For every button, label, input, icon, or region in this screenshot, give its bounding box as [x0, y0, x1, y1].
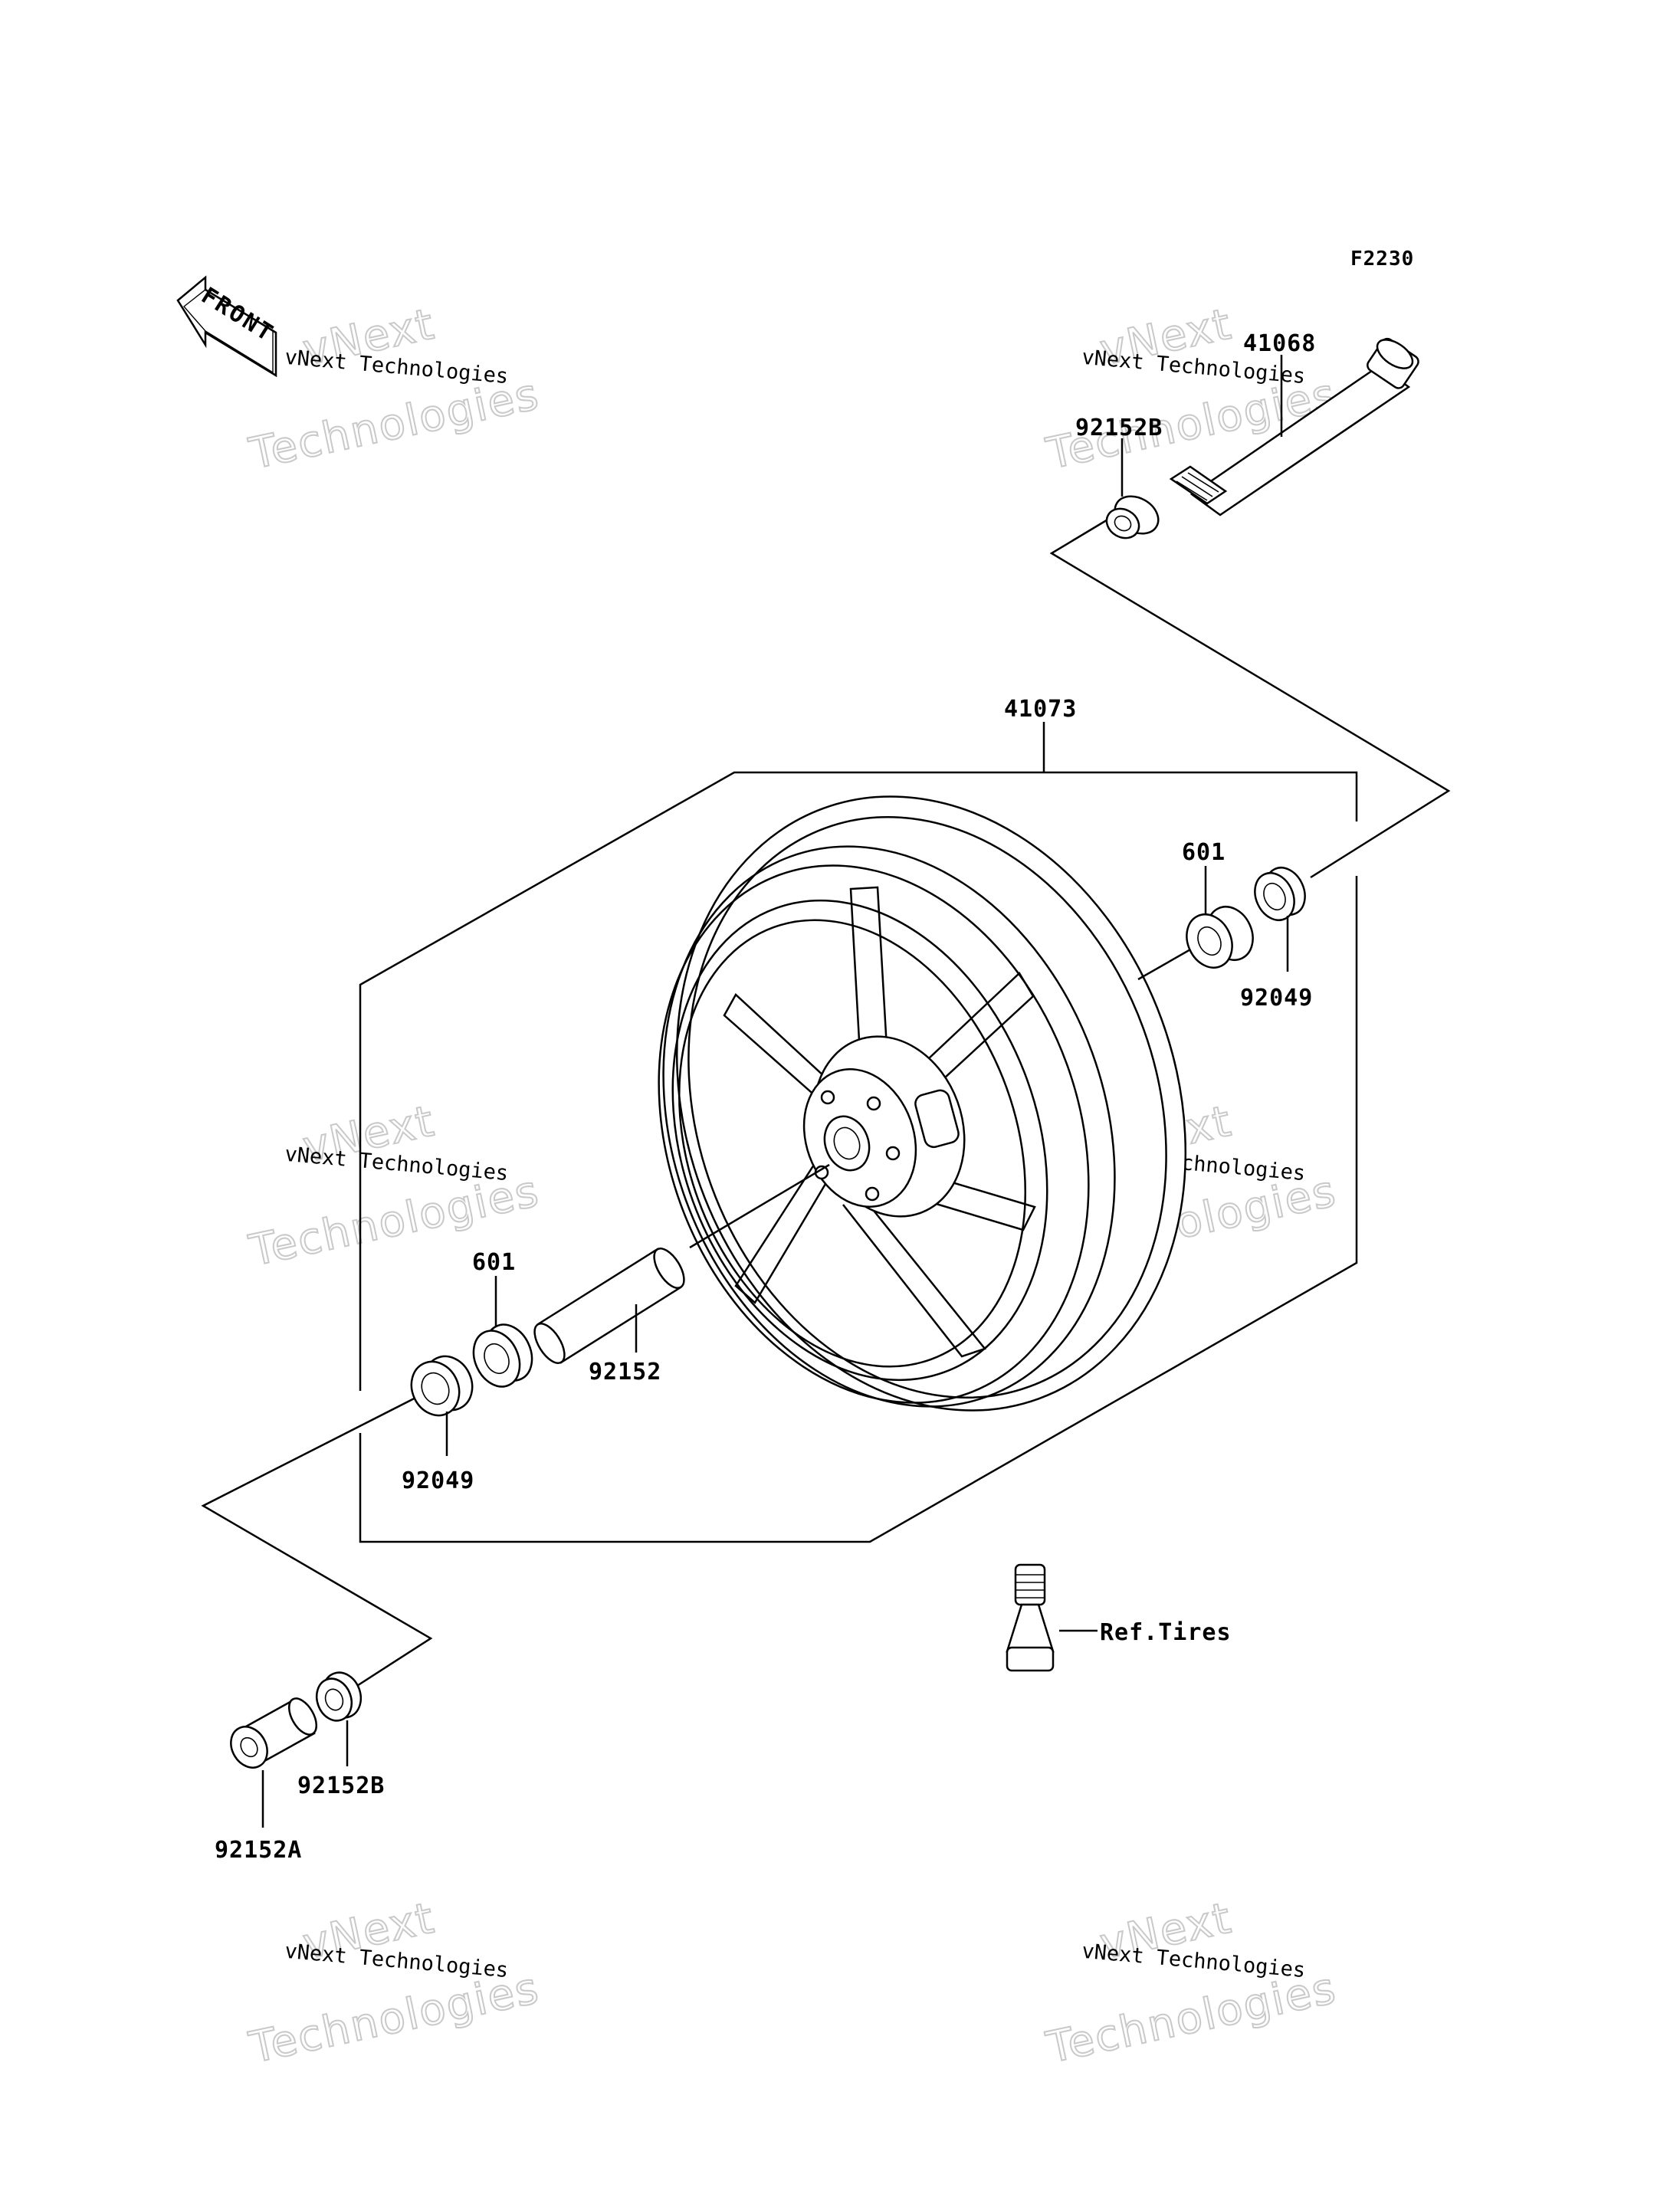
label-41073: 41073 [1004, 696, 1077, 723]
collar-bottom [315, 1671, 363, 1722]
seal-left [410, 1355, 474, 1417]
assembly-frame [359, 771, 1358, 1543]
spacer [533, 1248, 685, 1364]
label-ref-tires: Ref.Tires [1100, 1619, 1232, 1646]
front-arrow-icon: FRONT [176, 275, 279, 378]
label-92152a: 92152A [215, 1837, 302, 1864]
label-92152: 92152 [589, 1359, 661, 1385]
watermark-top-left: vNext Technologies vNext Technologies [244, 299, 545, 480]
front-wheel [658, 795, 1187, 1412]
bearing-right [1186, 906, 1254, 969]
watermark-bottom-left: vNext Technologies vNext Technologies [244, 1893, 545, 2074]
axle [1169, 337, 1419, 516]
label-92152b-top: 92152B [1075, 415, 1163, 441]
valve-stem [1006, 1563, 1055, 1672]
collar-a [230, 1697, 318, 1769]
label-601-left: 601 [472, 1249, 516, 1276]
collar-path-line [201, 1389, 433, 1691]
label-41068: 41068 [1243, 330, 1316, 357]
collar-top [1105, 495, 1160, 539]
seal-right [1254, 867, 1306, 921]
label-92049-right: 92049 [1240, 985, 1313, 1012]
bearing-left [472, 1323, 533, 1388]
label-92049-left: 92049 [402, 1467, 474, 1494]
label-601-right: 601 [1182, 839, 1226, 866]
figure-code: F2230 [1350, 248, 1414, 271]
watermark-bottom-right: vNext Technologies vNext Technologies [1042, 1893, 1342, 2074]
label-92152b-bottom: 92152B [297, 1772, 385, 1799]
axle-path-line [1049, 510, 1451, 879]
